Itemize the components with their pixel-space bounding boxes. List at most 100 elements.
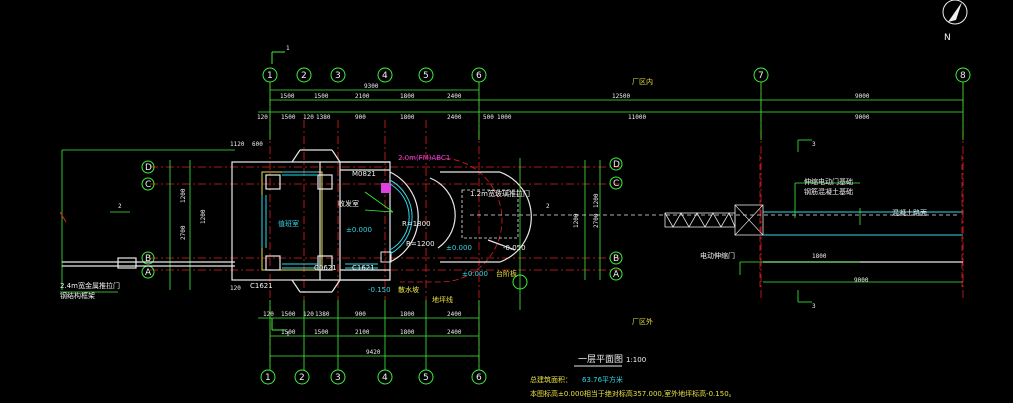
bottom-dimensions: 120 1500 120 1380 900 1800 2400 1500 150…: [258, 300, 480, 370]
svg-text:120: 120: [257, 114, 268, 121]
bottom-axis-bubbles: 1 2 3 4 5 6: [260, 369, 487, 385]
axis-4-bottom: 4: [382, 373, 388, 383]
dim-overall-bottom: 9420: [366, 349, 381, 356]
plant-inside-label: 厂区内: [632, 77, 653, 86]
svg-text:500: 500: [483, 114, 494, 121]
svg-text:1500: 1500: [280, 93, 295, 100]
top-axis-bubbles: 1 2 3 4 5 6 7 8: [262, 67, 971, 83]
gate-note1: 伸缩电动门基础: [804, 177, 853, 186]
door-text: 2.4m宽金属推拉门: [60, 281, 120, 290]
elev-5: ±0.000: [462, 270, 488, 278]
right-axis-bubbles: D C B A: [609, 157, 623, 281]
svg-text:1500: 1500: [314, 93, 329, 100]
axis-6-top: 6: [476, 71, 482, 81]
green-axis-lines: [61, 82, 964, 290]
door-m1: M0821: [352, 170, 376, 178]
svg-text:1500: 1500: [281, 114, 296, 121]
gate-motor-label: 电动伸缩门: [700, 251, 735, 260]
gate-dim-9000: 9000: [854, 277, 869, 284]
north-label: N: [944, 33, 951, 43]
axis-C-left: C: [145, 180, 151, 190]
svg-text:1120: 1120: [230, 141, 245, 148]
gate-note2: 钢筋混凝土基础: [804, 187, 853, 196]
svg-text:2400: 2400: [447, 311, 462, 318]
top-dimensions: 9300 1500 1500 2100 1800 2400 12500 9000…: [257, 83, 963, 121]
section-marker-top: 1: [271, 45, 290, 64]
axis-3-bottom: 3: [335, 373, 341, 383]
dim-overall-top: 9300: [364, 83, 379, 90]
window-c3: C1621: [352, 264, 375, 272]
axis-3-top: 3: [335, 71, 341, 81]
drawing-scale: 1:100: [626, 356, 646, 364]
left-sliding-gate: 2.4m宽金属推拉门 钢结构框架: [59, 211, 235, 300]
electric-gate: [470, 139, 963, 310]
window-c1: C1621: [250, 282, 273, 290]
elev-1: ±0.000: [346, 226, 372, 234]
north-arrow-icon: N: [942, 0, 968, 43]
title-block: 一层平面图 1:100 总建筑面积： 63.76平方米 本图标高±0.000相当…: [530, 354, 736, 398]
axis-4-top: 4: [382, 71, 388, 81]
drawing-title: 一层平面图: [578, 354, 623, 365]
axis-8-top: 8: [960, 71, 966, 81]
svg-text:1000: 1000: [497, 114, 512, 121]
axis-A-right: A: [613, 270, 620, 280]
section-top-label: 1: [286, 45, 290, 52]
svg-text:2100: 2100: [355, 93, 370, 100]
gate-dim-1800: 1800: [812, 253, 827, 260]
drain-label: 散水坡: [398, 285, 419, 294]
svg-text:1200: 1200: [573, 213, 580, 228]
svg-text:1380: 1380: [315, 311, 330, 318]
gate-note3: 混凝土路面: [892, 208, 927, 217]
window-c2: C0621: [314, 264, 337, 272]
svg-text:1800: 1800: [400, 329, 415, 336]
ramp-label: 台阶板: [496, 269, 517, 278]
right-dimensions: 1200 2700 1200: [573, 160, 601, 280]
axis-5-top: 5: [423, 71, 429, 81]
axis-D-left: D: [145, 163, 152, 173]
svg-text:1380: 1380: [316, 114, 331, 121]
axis-B-right: B: [613, 254, 619, 264]
stair-label: 地坪线: [432, 295, 453, 304]
left-dimensions: 1120 600 1200 2700 1200 120: [169, 141, 263, 292]
area-label: 总建筑面积：: [530, 375, 572, 384]
elev-3: -0.050: [503, 244, 526, 252]
svg-text:120: 120: [263, 311, 274, 318]
radius-2: R=1200: [406, 240, 435, 248]
glass-door-label: 1.2m宽玻璃推拉门: [470, 189, 530, 198]
svg-text:9000: 9000: [855, 114, 870, 121]
svg-text:2100: 2100: [355, 329, 370, 336]
svg-text:2400: 2400: [447, 114, 462, 121]
axis-5-bottom: 5: [423, 373, 429, 383]
elevation-note: 本图标高±0.000相当于绝对标高357.000,室外地坪标高-0.150。: [530, 389, 736, 398]
svg-text:1800: 1800: [400, 93, 415, 100]
curved-glass-wall: [364, 157, 503, 283]
svg-text:1200: 1200: [593, 193, 600, 208]
area-value: 63.76平方米: [582, 375, 623, 384]
svg-text:2700: 2700: [593, 213, 600, 228]
svg-text:2700: 2700: [180, 225, 187, 240]
svg-text:1200: 1200: [180, 188, 187, 203]
svg-text:120: 120: [230, 285, 241, 292]
section-left-label: 2: [118, 203, 122, 210]
axis-1-top: 1: [267, 71, 273, 81]
section-right-top: 3: [812, 141, 816, 148]
svg-text:1500: 1500: [281, 311, 296, 318]
elev-2: ±0.000: [446, 244, 472, 252]
svg-text:12500: 12500: [612, 93, 630, 100]
svg-text:1500: 1500: [281, 329, 296, 336]
left-axis-bubbles: D C B A: [141, 160, 155, 279]
axis-2-bottom: 2: [299, 373, 305, 383]
door-text2: 钢结构框架: [60, 291, 95, 300]
svg-text:11000: 11000: [628, 114, 646, 121]
axis-6-bottom: 6: [476, 373, 482, 383]
axis-B-left: B: [145, 254, 151, 264]
section-mid-label: 2: [546, 203, 550, 210]
svg-text:9000: 9000: [855, 93, 870, 100]
svg-text:1800: 1800: [400, 114, 415, 121]
svg-text:1500: 1500: [314, 329, 329, 336]
axis-7-top: 7: [758, 71, 764, 81]
axis-C-right: C: [613, 179, 619, 189]
svg-text:2400: 2400: [447, 329, 462, 336]
